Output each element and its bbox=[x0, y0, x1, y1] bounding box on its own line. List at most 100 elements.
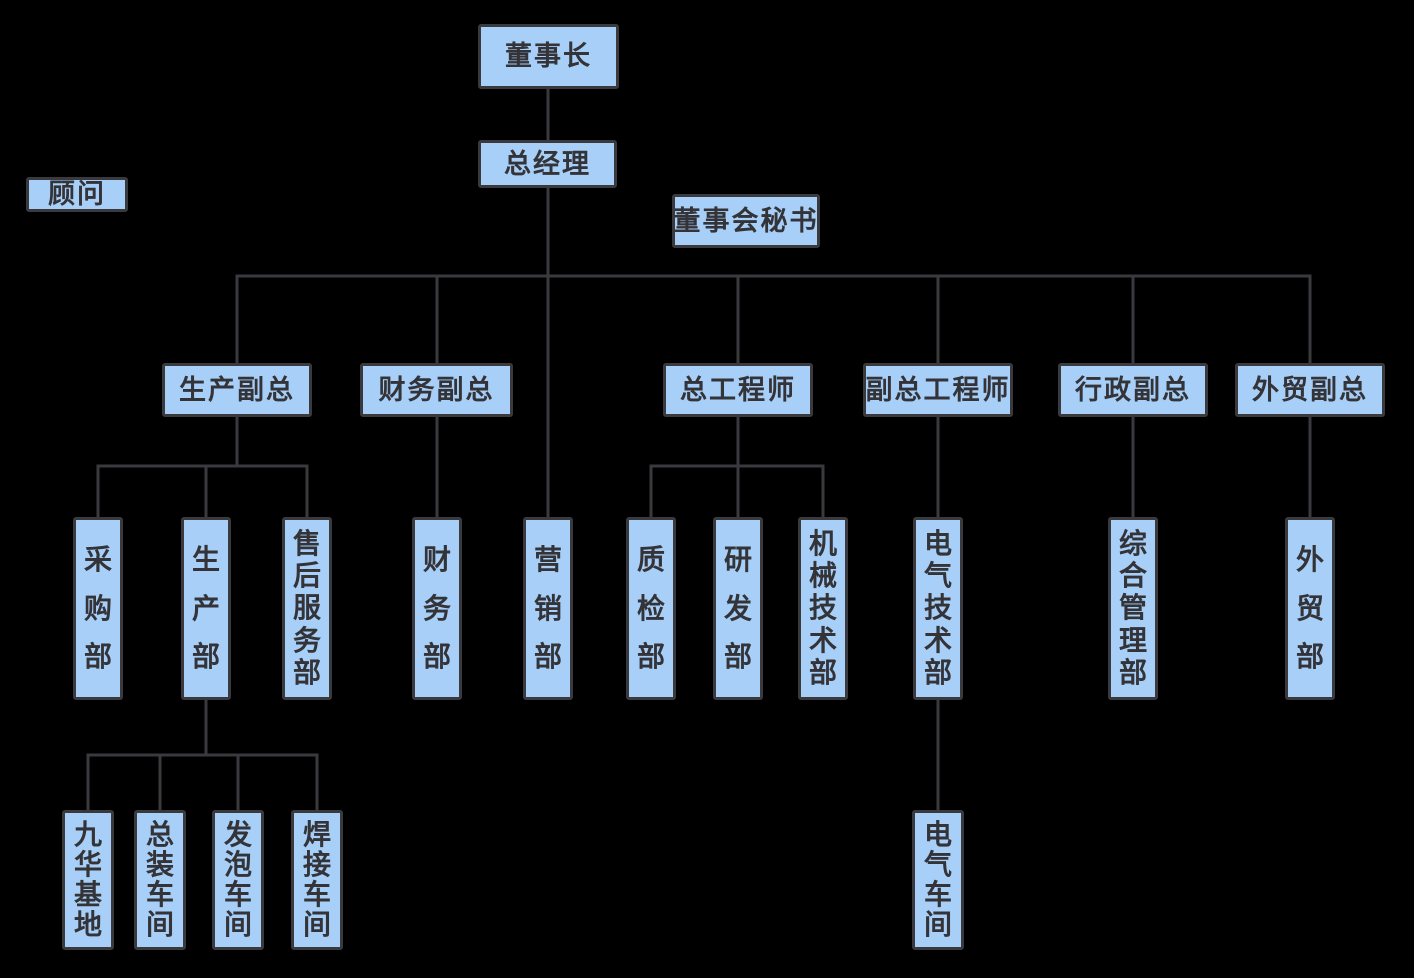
org-node-label-char: 生 bbox=[191, 544, 220, 576]
org-node-label: 营销部 bbox=[526, 520, 570, 697]
org-node-label-char: 气 bbox=[923, 560, 952, 592]
org-node-label-char: 理 bbox=[1118, 624, 1147, 656]
org-node-electrical-tech-dept[interactable]: 电气技术部 bbox=[913, 517, 963, 700]
org-node-label-char: 部 bbox=[636, 640, 665, 672]
org-node-label-char: 气 bbox=[923, 849, 952, 880]
org-node-chief-engineer[interactable]: 总工程师 bbox=[663, 363, 813, 417]
org-node-label-char: 部 bbox=[422, 640, 451, 672]
org-node-label-char: 技 bbox=[923, 592, 952, 624]
org-node-label-char: 泡 bbox=[223, 849, 252, 880]
org-node-label-char: 接 bbox=[302, 849, 331, 880]
org-node-foreign-trade-vp[interactable]: 外贸副总 bbox=[1235, 363, 1385, 417]
org-node-welding-workshop[interactable]: 焊接车间 bbox=[291, 810, 343, 950]
org-node-label: 外贸部 bbox=[1288, 520, 1332, 697]
org-node-label-char: 术 bbox=[923, 624, 952, 656]
org-node-label-char: 地 bbox=[73, 909, 102, 940]
org-node-label-char: 财 bbox=[422, 544, 451, 576]
connector-line bbox=[96, 464, 309, 517]
org-node-label-char: 电 bbox=[923, 819, 952, 850]
org-node-label: 采购部 bbox=[76, 520, 120, 697]
org-node-label-char: 车 bbox=[145, 879, 174, 910]
org-node-general-manager[interactable]: 总经理 bbox=[478, 140, 617, 188]
connector-line bbox=[86, 753, 319, 810]
org-node-label-char: 部 bbox=[292, 656, 321, 688]
org-node-advisor[interactable]: 顾问 bbox=[26, 177, 128, 212]
org-node-deputy-chief-engineer[interactable]: 副总工程师 bbox=[863, 363, 1013, 417]
org-node-assembly-workshop[interactable]: 总装车间 bbox=[134, 810, 186, 950]
org-node-label: 综合管理部 bbox=[1111, 520, 1155, 697]
org-node-label-char: 检 bbox=[636, 592, 665, 624]
org-node-label-char: 综 bbox=[1118, 528, 1147, 560]
org-node-label-char: 装 bbox=[145, 849, 174, 880]
org-node-label-char: 车 bbox=[223, 879, 252, 910]
org-node-board-secretary[interactable]: 董事会秘书 bbox=[672, 194, 820, 248]
org-node-label-char: 车 bbox=[302, 879, 331, 910]
org-node-production-vp[interactable]: 生产副总 bbox=[162, 363, 312, 417]
org-node-label-char: 部 bbox=[533, 640, 562, 672]
org-node-label: 生产副总 bbox=[179, 374, 295, 405]
org-node-label-char: 机 bbox=[808, 528, 837, 560]
org-node-label-char: 焊 bbox=[302, 819, 331, 850]
org-node-label-char: 华 bbox=[73, 849, 102, 880]
org-node-label-char: 部 bbox=[83, 640, 112, 672]
org-node-label: 研发部 bbox=[716, 520, 760, 697]
org-node-general-admin-dept[interactable]: 综合管理部 bbox=[1108, 517, 1158, 700]
org-node-label-char: 部 bbox=[1118, 656, 1147, 688]
org-node-label-char: 发 bbox=[723, 592, 752, 624]
org-node-label: 总装车间 bbox=[137, 813, 183, 947]
org-node-label: 总经理 bbox=[504, 148, 591, 179]
org-node-label-char: 间 bbox=[223, 909, 252, 940]
org-node-label-char: 贸 bbox=[1295, 592, 1324, 624]
org-node-label-char: 部 bbox=[923, 656, 952, 688]
org-node-label-char: 合 bbox=[1118, 560, 1147, 592]
org-node-label-char: 务 bbox=[292, 624, 321, 656]
org-node-label-char: 间 bbox=[145, 909, 174, 940]
org-node-label-char: 服 bbox=[292, 592, 321, 624]
org-node-label: 九华基地 bbox=[65, 813, 111, 947]
org-node-chairman[interactable]: 董事长 bbox=[478, 24, 619, 89]
org-node-foaming-workshop[interactable]: 发泡车间 bbox=[212, 810, 264, 950]
org-node-label-char: 技 bbox=[808, 592, 837, 624]
org-node-label-char: 管 bbox=[1118, 592, 1147, 624]
org-node-label-char: 发 bbox=[223, 819, 252, 850]
org-node-jiuhua-base[interactable]: 九华基地 bbox=[62, 810, 114, 950]
org-node-label: 行政副总 bbox=[1075, 374, 1191, 405]
org-node-label-char: 基 bbox=[73, 879, 102, 910]
org-node-rnd-dept[interactable]: 研发部 bbox=[713, 517, 763, 700]
org-node-label: 董事长 bbox=[505, 41, 592, 71]
org-node-after-sales-dept[interactable]: 售后服务部 bbox=[282, 517, 332, 700]
org-node-marketing-dept[interactable]: 营销部 bbox=[523, 517, 573, 700]
org-node-quality-dept[interactable]: 质检部 bbox=[626, 517, 676, 700]
org-node-label-char: 产 bbox=[191, 592, 220, 624]
org-node-label: 财务副总 bbox=[378, 374, 495, 405]
org-node-label-char: 质 bbox=[636, 544, 665, 576]
org-node-production-dept[interactable]: 生产部 bbox=[181, 517, 231, 700]
org-node-purchasing-dept[interactable]: 采购部 bbox=[73, 517, 123, 700]
org-node-label-char: 电 bbox=[923, 528, 952, 560]
org-node-label-char: 售 bbox=[292, 528, 321, 560]
org-node-label: 电气技术部 bbox=[916, 520, 960, 697]
org-node-label-char: 间 bbox=[302, 909, 331, 940]
org-node-finance-dept[interactable]: 财务部 bbox=[412, 517, 462, 700]
org-node-label-char: 械 bbox=[808, 560, 837, 592]
org-node-admin-vp[interactable]: 行政副总 bbox=[1058, 363, 1208, 417]
org-node-label-char: 营 bbox=[533, 544, 562, 576]
org-node-label-char: 外 bbox=[1295, 544, 1324, 576]
org-node-label: 发泡车间 bbox=[215, 813, 261, 947]
org-node-label-char: 部 bbox=[723, 640, 752, 672]
org-node-label-char: 总 bbox=[145, 819, 174, 850]
org-node-foreign-trade-dept[interactable]: 外贸部 bbox=[1285, 517, 1335, 700]
org-node-label-char: 九 bbox=[73, 819, 102, 850]
org-node-label: 机械技术部 bbox=[801, 520, 845, 697]
org-node-finance-vp[interactable]: 财务副总 bbox=[360, 363, 513, 417]
org-node-label-char: 间 bbox=[923, 909, 952, 940]
org-node-label-char: 车 bbox=[923, 879, 952, 910]
connector-line bbox=[235, 274, 1312, 363]
org-node-label: 生产部 bbox=[184, 520, 228, 697]
org-node-mechanical-tech-dept[interactable]: 机械技术部 bbox=[798, 517, 848, 700]
org-node-label-char: 研 bbox=[723, 544, 752, 576]
org-node-electrical-workshop[interactable]: 电气车间 bbox=[912, 810, 964, 950]
org-node-label: 顾问 bbox=[48, 179, 106, 209]
